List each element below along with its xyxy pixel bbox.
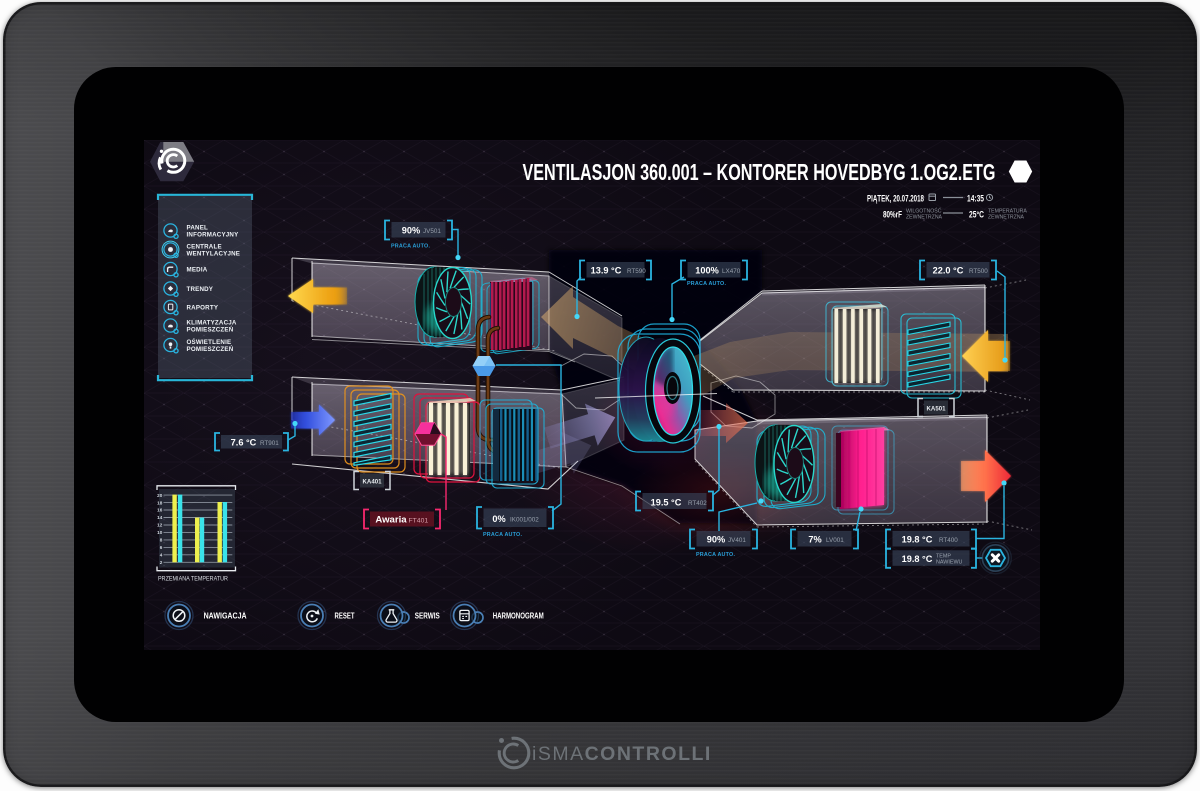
svg-text:OŚWIETLENIE: OŚWIETLENIE <box>187 339 232 346</box>
svg-text:RESET: RESET <box>335 612 355 621</box>
svg-text:NAWIEWU: NAWIEWU <box>936 560 963 566</box>
svg-text:4: 4 <box>160 553 163 558</box>
svg-text:POMIESZCZEŃ: POMIESZCZEŃ <box>187 345 234 353</box>
svg-text:KA501: KA501 <box>927 406 947 413</box>
svg-text:16: 16 <box>157 508 163 513</box>
svg-text:VENTILASJON 360.001 – KONTORER: VENTILASJON 360.001 – KONTORER HOVEDBYG … <box>523 159 996 185</box>
svg-text:KLIMATYZACJA: KLIMATYZACJA <box>187 320 237 327</box>
svg-text:PIĄTEK, 20.07.2018: PIĄTEK, 20.07.2018 <box>867 194 924 204</box>
svg-text:RT500: RT500 <box>969 268 988 275</box>
svg-text:MEDIA: MEDIA <box>187 267 208 274</box>
svg-text:14: 14 <box>157 515 163 520</box>
svg-text:7%: 7% <box>808 535 821 545</box>
svg-text:Awaria: Awaria <box>375 515 407 526</box>
svg-text:RT901: RT901 <box>260 440 279 447</box>
svg-text:JV401: JV401 <box>728 537 746 544</box>
svg-text:19.8 °C: 19.8 °C <box>902 535 933 545</box>
svg-text:7.6 °C: 7.6 °C <box>231 438 257 448</box>
svg-text:12: 12 <box>157 523 163 528</box>
svg-text:RT402: RT402 <box>688 500 707 507</box>
svg-text:2: 2 <box>160 560 163 565</box>
svg-text:IK001/002: IK001/002 <box>510 517 539 524</box>
svg-text:INFORMACYJNY: INFORMACYJNY <box>187 232 240 239</box>
svg-text:0%: 0% <box>492 514 505 524</box>
svg-text:RT400: RT400 <box>939 537 958 544</box>
svg-text:NAWIGACJA: NAWIGACJA <box>204 612 247 621</box>
svg-text:LV001: LV001 <box>826 537 844 544</box>
svg-text:20: 20 <box>157 493 163 498</box>
svg-text:FT401: FT401 <box>409 518 429 525</box>
svg-text:14:35: 14:35 <box>967 194 984 204</box>
svg-text:WILGOTNOŚĆ: WILGOTNOŚĆ <box>906 207 942 215</box>
svg-text:25°C: 25°C <box>969 210 984 220</box>
svg-text:19.5 °C: 19.5 °C <box>651 498 682 508</box>
svg-text:KA401: KA401 <box>363 479 383 486</box>
svg-text:22.0 °C: 22.0 °C <box>933 266 964 276</box>
svg-text:HARMONOGRAM: HARMONOGRAM <box>493 612 544 621</box>
svg-text:CENTRALE: CENTRALE <box>187 244 222 251</box>
svg-text:8: 8 <box>160 538 163 543</box>
svg-text:PRACA AUTO.: PRACA AUTO. <box>696 552 735 558</box>
svg-text:PRACA AUTO.: PRACA AUTO. <box>391 244 430 250</box>
svg-text:RAPORTY: RAPORTY <box>187 305 219 312</box>
svg-text:ZEWNĘTRZNA: ZEWNĘTRZNA <box>988 215 1025 221</box>
svg-text:90%: 90% <box>707 535 725 545</box>
svg-text:TRENDY: TRENDY <box>187 286 214 293</box>
svg-text:18: 18 <box>157 500 163 505</box>
svg-text:PRACA AUTO.: PRACA AUTO. <box>687 281 726 287</box>
svg-text:19.8 °C: 19.8 °C <box>902 554 933 564</box>
svg-text:13.9 °C: 13.9 °C <box>591 266 622 276</box>
svg-text:PRZEMIANA TEMPERATUR: PRZEMIANA TEMPERATUR <box>158 576 228 583</box>
svg-text:PANEL: PANEL <box>187 225 209 232</box>
svg-text:SERWIS: SERWIS <box>415 612 440 621</box>
svg-text:6: 6 <box>160 545 163 550</box>
svg-text:TEMP: TEMP <box>936 554 951 560</box>
svg-text:90%: 90% <box>402 226 420 236</box>
svg-text:iSMACONTROLLI: iSMACONTROLLI <box>532 743 712 765</box>
svg-text:10: 10 <box>157 530 163 535</box>
svg-text:WENTYLACYJNE: WENTYLACYJNE <box>187 251 241 258</box>
svg-text:TEMPERATURA: TEMPERATURA <box>988 209 1027 215</box>
svg-text:80%rF: 80%rF <box>883 210 902 220</box>
svg-text:PRACA AUTO.: PRACA AUTO. <box>483 532 522 538</box>
svg-text:JV501: JV501 <box>423 228 441 235</box>
svg-text:LX470: LX470 <box>722 268 741 275</box>
svg-text:POMIESZCZEŃ: POMIESZCZEŃ <box>187 326 234 334</box>
svg-text:RT590: RT590 <box>627 268 646 275</box>
svg-text:100%: 100% <box>695 266 719 276</box>
svg-text:ZEWNĘTRZNA: ZEWNĘTRZNA <box>906 215 943 221</box>
